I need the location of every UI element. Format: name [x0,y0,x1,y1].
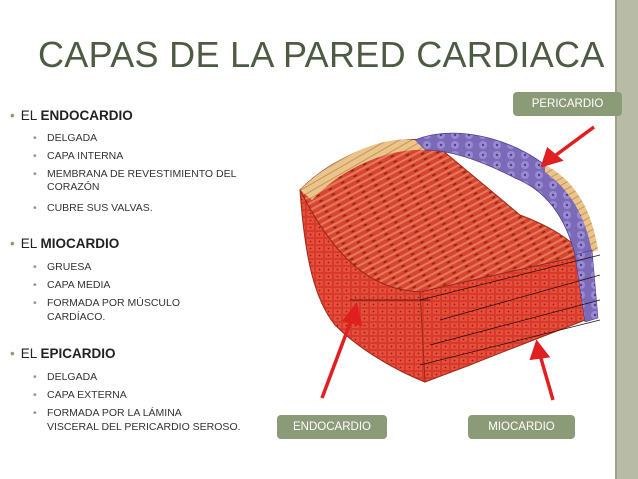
arrow-miocardio [538,354,555,401]
section-prefix: EL [20,346,41,361]
pericardium-edge [574,249,599,323]
label-pericardio: PERICARDIO [513,92,622,116]
section-name: EPICARDIO [40,346,116,361]
slide-title: CAPAS DE LA PARED CARDIACA [38,34,605,75]
section-prefix: EL [20,108,41,123]
section-prefix: EL [20,236,41,251]
bullet-dot: • [10,236,15,251]
arrow-pericardio [550,125,596,160]
band-stripe [615,0,617,479]
connective-strip [300,139,425,200]
label-endocardio: ENDOCARDIO [277,415,387,439]
arrow-endocardio [320,317,354,399]
slide-right-band [615,0,638,479]
section-miocardio: • EL MIOCARDIO [10,236,119,251]
endocardium-face [299,189,426,383]
section-name: ENDOCARDIO [40,108,133,123]
arrows [320,125,596,401]
label-lines [350,254,601,366]
arrow-pericardio-head [540,147,564,168]
label-miocardio: MIOCARDIO [468,415,575,439]
epicardium-fat [545,165,598,252]
bullet-dot: • [10,108,15,123]
bullet-dot: • [10,346,15,361]
section-epicardio: • EL EPICARDIO [10,346,116,361]
section-endocardio: • EL ENDOCARDIO [10,108,133,123]
arrow-miocardio-head [529,339,551,361]
arrow-endocardio-head [341,302,363,327]
section-name: MIOCARDIO [40,236,120,251]
